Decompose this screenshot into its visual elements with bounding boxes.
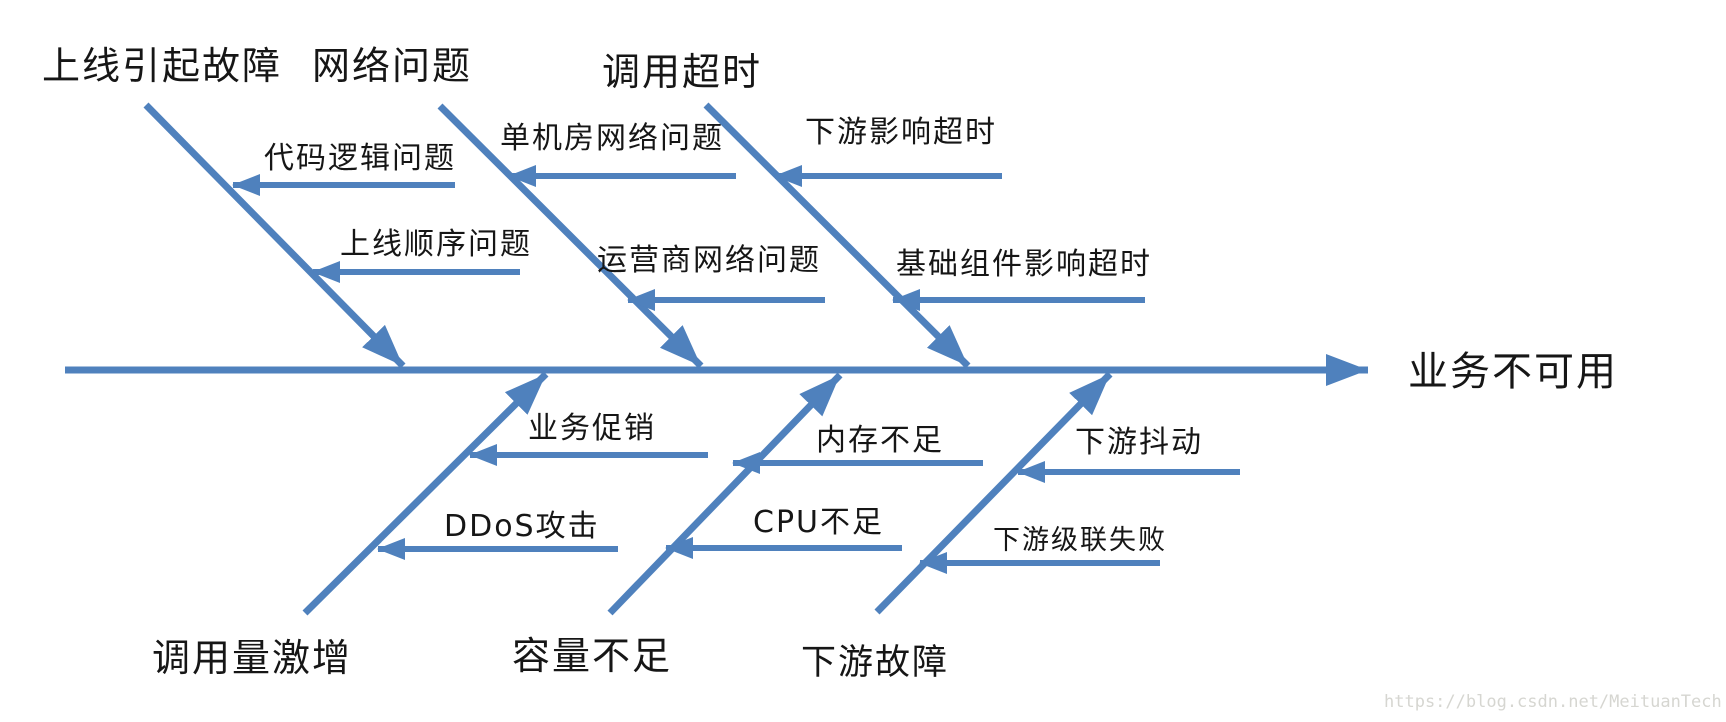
top-branch-3-label: 调用超时 [602,50,763,94]
top-branch-3-arrow [703,102,971,369]
cause-label-code-logic: 代码逻辑问题 [264,141,456,176]
bottom-branch-1-arrow [302,371,549,616]
cause-label-carrier-network: 运营商网络问题 [597,243,821,278]
top-branch-2-arrow [437,103,704,369]
top-branch-2-label: 网络问题 [312,44,473,88]
cause-label-launch-order: 上线顺序问题 [340,227,532,262]
bottom-branch-2-arrow [607,372,843,616]
cause-label-ddos: DDoS攻击 [444,509,600,544]
watermark-url: https://blog.csdn.net/MeituanTech [1384,692,1722,712]
bottom-branch-3-label: 下游故障 [801,643,950,683]
effect-label: 业务不可用 [1408,349,1618,395]
bottom-branch-3-arrow [874,371,1113,615]
cause-label-memory: 内存不足 [816,423,944,458]
top-branch-1-label: 上线引起故障 [42,44,283,88]
top-branch-1-arrow [143,102,406,369]
cause-label-base-component-timeout: 基础组件影响超时 [896,247,1152,282]
bottom-branch-2-label: 容量不足 [512,634,673,678]
cause-label-downstream-jitter: 下游抖动 [1075,425,1203,460]
cause-label-downstream-cascade: 下游级联失败 [993,525,1167,556]
cause-label-promotion: 业务促销 [528,411,656,446]
cause-label-cpu: CPU不足 [753,505,884,540]
bottom-branch-1-label: 调用量激增 [152,636,353,680]
cause-label-single-idc-network: 单机房网络问题 [500,121,724,156]
cause-label-downstream-timeout: 下游影响超时 [805,115,997,150]
